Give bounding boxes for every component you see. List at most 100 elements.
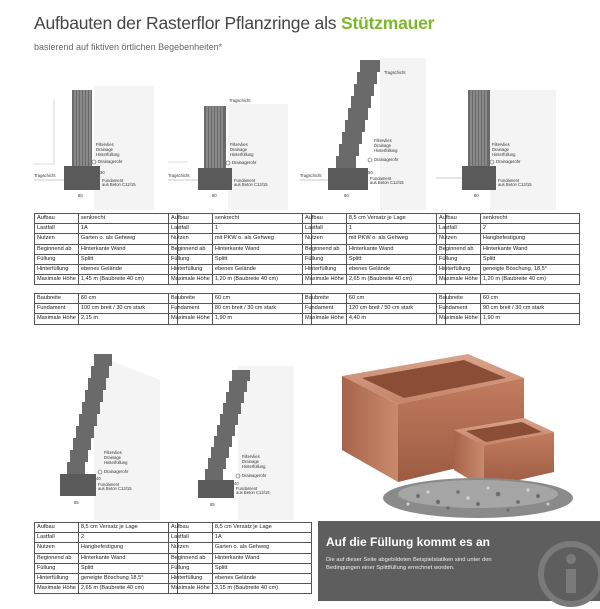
table-cell-label: Hinterfüllung [34,572,79,585]
wall-diagram-5: Filtervlies Drainage Hinterfüllung Drain… [60,354,160,520]
table-cell-value: Hinterkante Wand [479,243,580,255]
diagram-4: Filtervlies Drainage Hinterfüllung Drain… [436,82,556,210]
table-cell-value: Hangbefestigung [479,233,580,245]
table-cell-label: Beginnend ab [34,243,79,255]
table-cell-value: senkrecht [77,212,178,225]
table-cell-label: Beginnend ab [168,243,213,255]
diagram-1: Filtervlies Drainage Hinterfüllung Drain… [34,82,154,210]
label-tragschicht-top-2: Tragschicht [229,98,251,103]
table-cell-value: 4,40 m [345,313,446,325]
table-cell-label: Fundament [302,303,347,315]
block-stack-5 [67,354,112,474]
label-hinterfuellung-2: Hinterfüllung [230,152,254,157]
table-cell-label: Baubreite [302,292,347,305]
table-cell-label: Maximale Höhe [168,313,213,325]
label-filtervlies-5: Filtervlies [104,450,122,455]
label-tragschicht-top-3: Tragschicht [384,70,406,75]
table-cell-value: 1 [345,223,446,235]
table-cell-value: Garten o. als Gehweg [77,233,178,245]
label-drainagerohr-6: Drainagerohr [242,473,267,478]
table-cell-label: Maximale Höhe [436,274,481,286]
label-drainage-5: Drainage [104,455,122,460]
fundament-block-2 [198,168,232,190]
table-cell-value: 80 cm breit / 30 cm stark [211,303,312,315]
table-cell-value: Garten o. als Gehweg [211,542,312,554]
label-tragschicht-2: Tragschicht [168,173,190,178]
table-cell-label: Maximale Höhe [34,313,79,325]
info-heading: Auf die Füllung kommt es an [326,535,491,549]
title-main: Aufbauten der Rasterflor Pflanzringe als [34,13,341,33]
table-cell-value: 1,90 m [211,313,312,325]
table-cell-label: Füllung [34,253,79,265]
table-cell-value: ebenes Gelände [211,263,312,276]
label-fundament-sub-3: aus Beton C12/15 [370,180,404,185]
table-cell-value: 2,65 m (Baubreite 40 cm) [345,274,446,286]
info-icon [538,541,600,607]
block-stack-3 [336,60,380,168]
product-illustration [318,348,594,520]
label-fundament-4: Fundament [498,178,520,183]
table-cell-label: Hinterfüllung [302,263,347,276]
table-cell-value: 1A [77,223,178,235]
table-cell-label: Beginnend ab [436,243,481,255]
table-cell-value: 60 cm [345,292,446,305]
table-cell-label: Hinterfüllung [168,263,213,276]
table-cell-value: ebenes Gelände [211,572,312,585]
table-cell-value: 90 cm breit / 30 cm stark [479,303,580,315]
table-cell-label: Maximale Höhe [168,274,213,286]
diagram-5: Filtervlies Drainage Hinterfüllung Drain… [34,340,160,520]
label-drainage-2: Drainage [230,147,248,152]
table-cell-value: geneigte Böschung 18,5° [77,572,178,585]
table-cell-value: Hinterkante Wand [77,243,178,255]
table-cell-label: Baubreite [34,292,79,305]
label-fundament-sub-2: aus Beton C12/15 [234,182,268,187]
wall-diagram-6: Filtervlies Drainage Hinterfüllung Drain… [198,366,294,520]
dim-depth-5: 40 [96,476,101,481]
table-cell-value: 8,5 cm Versatz je Lage [77,521,178,534]
wall-diagram-3: Tragschicht Filtervlies Drainage Hinterf… [300,58,426,210]
table-cell-value: 8,5 cm Versatz je Lage [211,521,312,534]
table-cell-value: Splitt [345,253,446,265]
table-cell-value: 3,15 m (Baubreite 40 cm) [211,583,312,595]
table-cell-label: Fundament [34,303,79,315]
table-cell-label: Füllung [436,253,481,265]
fundament-block-5 [60,474,96,496]
label-filtervlies-6: Filtervlies [242,454,260,459]
table-cell-value: 60 cm [77,292,178,305]
dim-width-5: 85 [74,500,79,505]
table-cell-label: Lastfall [168,223,213,235]
label-drainage-6: Drainage [242,459,260,464]
table-cell-value: 2 [77,532,178,544]
table-cell-label: Füllung [302,253,347,265]
table-cell-value: Hinterkante Wand [211,243,312,255]
block-stack-2 [204,106,226,168]
label-drainage-1: Drainage [96,147,114,152]
table-cell-label: Lastfall [302,223,347,235]
dim-depth-3: 50 [368,170,373,175]
